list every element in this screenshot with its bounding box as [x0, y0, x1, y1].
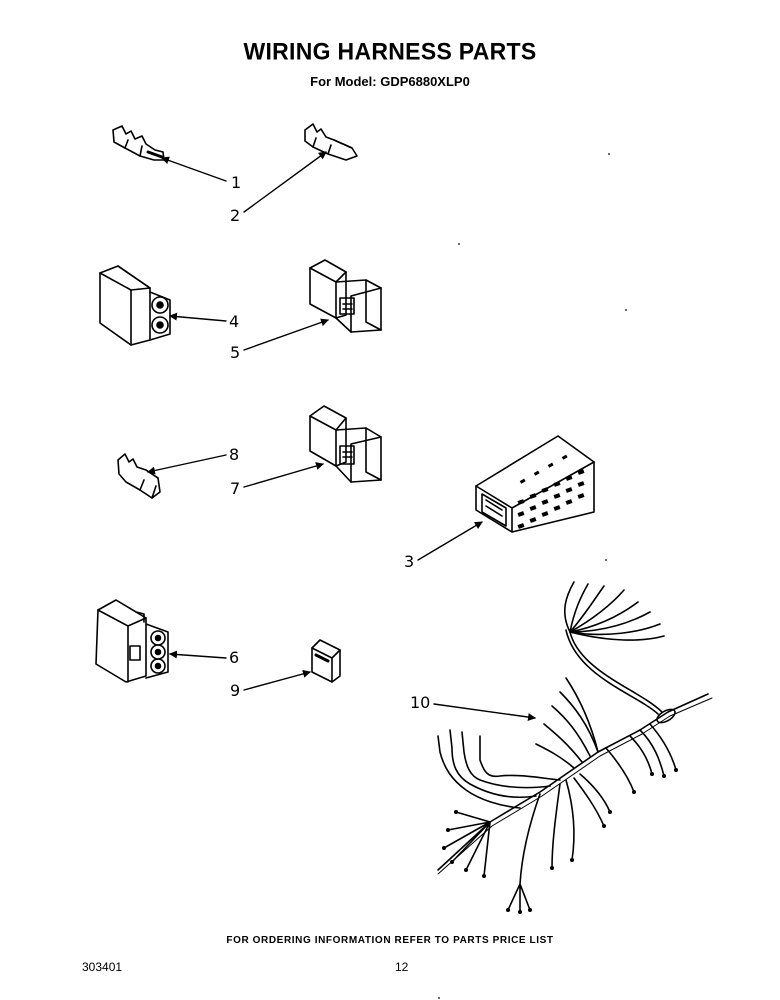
callout-6: 6 [229, 648, 239, 667]
leader-arrows [147, 151, 536, 722]
callout-3: 3 [404, 552, 414, 571]
leader-arrow-2 [243, 151, 327, 213]
callout-9: 9 [230, 681, 240, 700]
page-title: WIRING HARNESS PARTS [243, 37, 537, 65]
leader-arrow-1 [161, 156, 227, 182]
ordering-note: FOR ORDERING INFORMATION REFER TO PARTS … [226, 935, 554, 946]
leader-arrow-8 [147, 454, 227, 475]
scan-specks [438, 153, 627, 999]
leader-arrow-6 [169, 650, 227, 659]
callout-8: 8 [229, 445, 239, 464]
connector-cavity-grid [517, 454, 585, 529]
callout-10: 10 [410, 693, 430, 712]
terminal-blade-icon [304, 123, 358, 161]
leader-arrow-10 [433, 703, 536, 722]
terminal-spring-icon [117, 453, 161, 499]
callout-1: 1 [231, 173, 241, 192]
two-pin-connector-housing-icon [99, 265, 171, 346]
callout-7: 7 [230, 479, 240, 498]
two-pin-receptacle-housing-icon [309, 259, 382, 333]
leader-arrow-3 [417, 521, 483, 561]
callout-5: 5 [230, 343, 240, 362]
leader-arrow-5 [243, 318, 329, 351]
three-pin-connector-housing-icon [95, 599, 169, 683]
small-connector-icon [311, 639, 341, 683]
leader-arrow-4 [169, 312, 227, 322]
multi-pin-connector-block-icon [475, 435, 595, 533]
page-number: 12 [395, 960, 409, 974]
leader-arrow-7 [243, 462, 324, 488]
leader-arrow-9 [243, 669, 311, 691]
callout-2: 2 [230, 206, 240, 225]
callout-4: 4 [229, 312, 239, 331]
document-number: 303401 [82, 960, 123, 974]
wiring-harness-icon [437, 581, 713, 913]
model-subtitle: For Model: GDP6880XLP0 [310, 74, 470, 89]
harness-wire-ends [442, 768, 678, 914]
terminal-pin-icon [112, 125, 165, 161]
three-pin-receptacle-housing-icon [309, 405, 382, 483]
